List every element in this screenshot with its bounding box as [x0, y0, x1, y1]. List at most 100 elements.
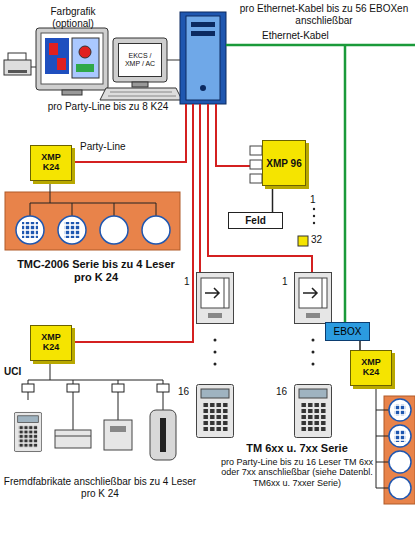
device-label: Farbgrafik (optional) [30, 6, 116, 29]
party-line-wires [72, 104, 186, 162]
server-tower [180, 12, 226, 104]
tm-terminals [214, 351, 217, 354]
count-number: 1 [310, 194, 322, 206]
ebox-reader-panel [376, 386, 389, 488]
foreign-devices [104, 420, 132, 450]
tmc-reader-panel [100, 216, 128, 244]
node-text: XMP K24 [34, 333, 68, 353]
ebox-box: EBOX [325, 322, 370, 341]
series-label: TM 6xx u. 7xx Serie [212, 442, 382, 455]
xmp96-ports [250, 174, 262, 183]
party-line-wires [208, 104, 312, 272]
printer [4, 53, 31, 75]
ethernet-cable [226, 44, 415, 47]
foreign-devices [28, 360, 163, 430]
node-text: EKCS / XMP / AC [120, 52, 160, 67]
color-monitor [36, 28, 108, 95]
tm-terminals [214, 363, 217, 366]
tmc-reader-panel [5, 192, 180, 250]
count-number: 1 [282, 276, 294, 288]
foreign-devices [55, 436, 91, 437]
foreign-devices [14, 412, 41, 451]
node-text: XMP K24 [34, 153, 68, 173]
ebox-reader-panel [394, 430, 406, 442]
ebox-reader-panel [376, 386, 415, 504]
server-tower [186, 16, 220, 100]
color-monitor [62, 90, 82, 95]
tmc-reader-panel [58, 216, 86, 244]
workstation-screen: EKCS / XMP / AC [118, 43, 162, 77]
tm-terminals [197, 385, 234, 438]
foreign-devices [55, 430, 91, 448]
party-line-wires [72, 104, 312, 342]
note-text: Fremdfabrikate anschließbar bis zu 4 Les… [2, 476, 198, 499]
note-text: pro Ethernet-Kabel bis zu 56 EBOXen ansc… [236, 3, 412, 26]
ebox-reader-panel [389, 451, 411, 473]
workstation [113, 38, 167, 82]
cable-label: Party-Line [80, 141, 150, 153]
xmp96-ports [313, 208, 315, 210]
series-label: TMC-2006 Serie bis zu 4 Leser pro K 24 [8, 258, 184, 283]
color-monitor [36, 28, 108, 90]
foreign-devices [157, 384, 169, 392]
tm-terminals [197, 273, 332, 438]
tm-terminals [295, 273, 332, 324]
server-tower [191, 22, 215, 27]
party-line-wires [216, 104, 262, 166]
workstation [132, 82, 148, 87]
controller-box: XMP K24 [30, 145, 72, 181]
count-number: 16 [178, 386, 194, 398]
ebox-reader-panel [389, 477, 411, 499]
color-monitor [57, 58, 66, 70]
count-number: 1 [184, 276, 196, 288]
tmc-reader-panel [30, 184, 156, 216]
xmp96-ports [313, 222, 315, 224]
ebox-reader-panel [384, 396, 415, 504]
controller-box: XMP K24 [30, 325, 72, 361]
foreign-devices [14, 360, 176, 460]
tm-terminals [312, 363, 315, 366]
foreign-devices [110, 426, 126, 432]
tmc-reader-panel [22, 222, 38, 238]
note-text: pro Party-Line bis zu 8 K24 [46, 101, 170, 113]
controller-module: XMP 96 [262, 140, 306, 186]
tmc-reader-panel [64, 222, 80, 238]
ebox-reader-panel [389, 399, 411, 421]
color-monitor [76, 64, 94, 72]
system-cables [167, 60, 180, 61]
server-tower [180, 12, 226, 104]
foreign-devices [112, 384, 124, 392]
server-tower [200, 85, 206, 91]
xmp96-ports [298, 236, 308, 246]
tmc-reader-panel [5, 184, 180, 250]
connector-line [272, 186, 274, 212]
tm-terminals [214, 339, 217, 342]
count-number: 32 [311, 234, 329, 246]
node-text: Feld [245, 215, 266, 226]
printer [8, 70, 27, 73]
color-monitor [45, 38, 69, 74]
tm-terminals [295, 385, 332, 438]
note-text: pro Party-Line bis zu 16 Leser TM 6xx od… [214, 457, 380, 488]
ebox-reader-panel [389, 425, 411, 447]
node-text: XMP K24 [354, 358, 388, 378]
workstation [108, 92, 176, 96]
color-monitor [41, 33, 103, 84]
workstation [100, 88, 182, 100]
foreign-devices [22, 384, 34, 392]
printer [4, 60, 31, 75]
xmp96-ports [250, 146, 262, 155]
tm-terminals [312, 339, 315, 342]
tmc-reader-panel [16, 216, 44, 244]
connector-line [359, 341, 361, 350]
party-line-wires [199, 104, 201, 272]
interface-label: UCI [4, 366, 28, 378]
color-monitor [49, 43, 58, 55]
color-monitor [79, 46, 91, 58]
cable-label: Ethernet-Kabel [262, 30, 342, 42]
foreign-devices [150, 410, 176, 460]
node-text: XMP 96 [266, 158, 301, 169]
tm-terminals [197, 273, 234, 324]
ebox-reader-panel [394, 404, 406, 416]
